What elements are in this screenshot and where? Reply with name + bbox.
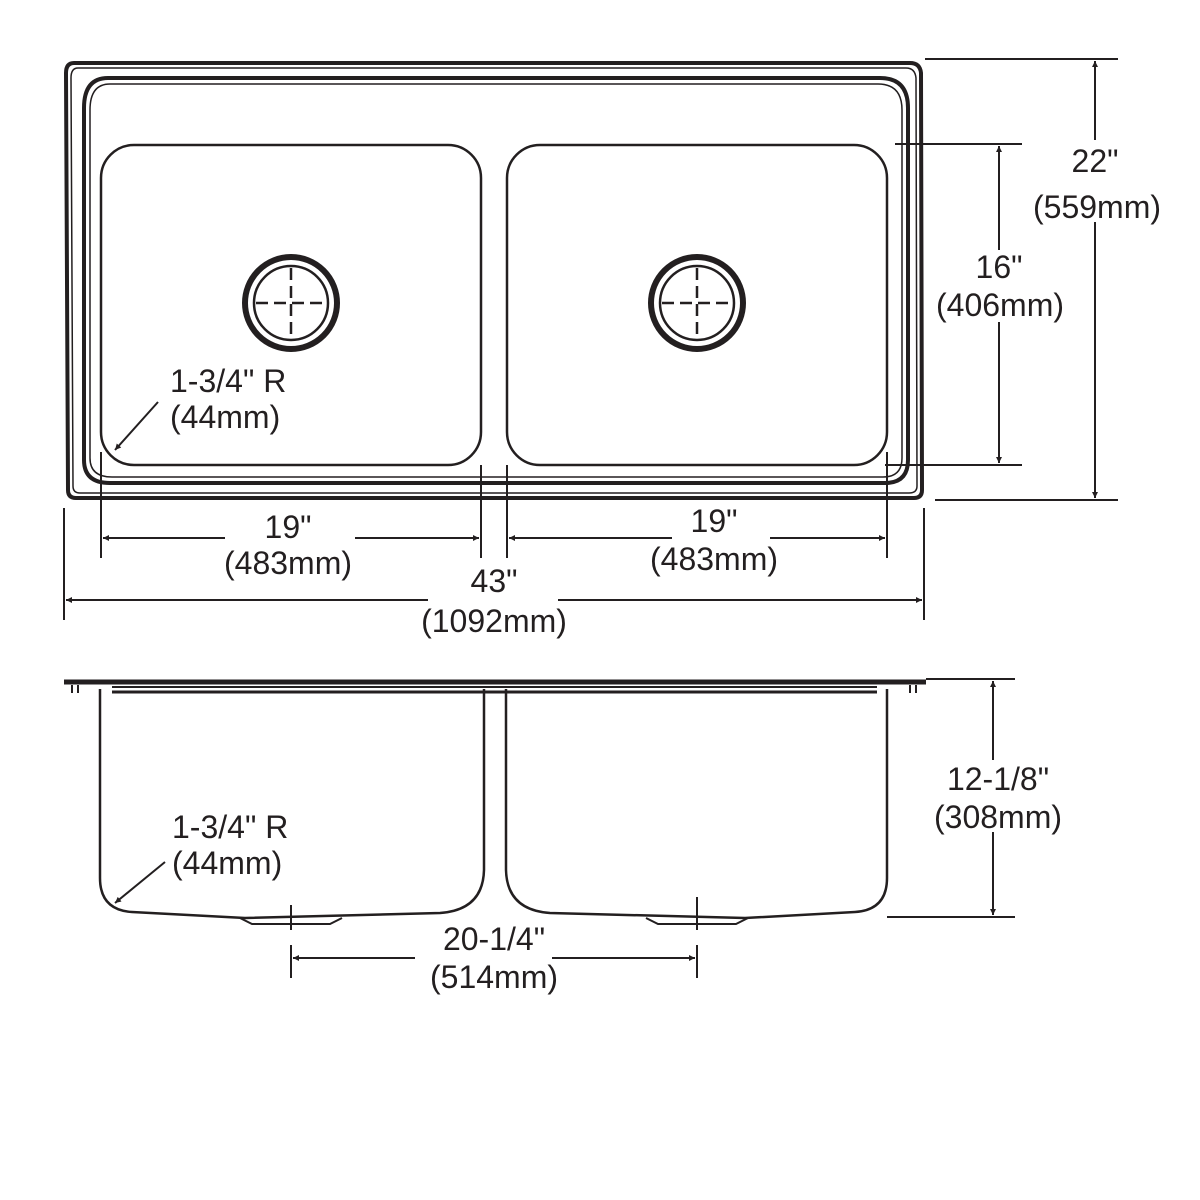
side-view: 1-3/4" R (44mm) 12-1/8" (308mm) 20-1/4" …	[64, 678, 1062, 995]
left-bowl-profile	[98, 689, 486, 920]
drain-spacing-mm: (514mm)	[430, 959, 558, 995]
left-bowl	[99, 143, 483, 467]
overall-depth-label: 22"	[1072, 143, 1119, 179]
outer-rim	[63, 61, 925, 500]
drain-spacing-label: 20-1/4"	[443, 921, 545, 957]
bowl-height-label: 12-1/8"	[947, 761, 1049, 797]
left-bowl-width-mm: (483mm)	[224, 545, 352, 581]
bowl-depth-label: 16"	[976, 249, 1023, 285]
top-view: 1-3/4" R (44mm) 22" (559mm) 16" (406mm) …	[63, 58, 1161, 639]
left-bowl-width-label: 19"	[265, 509, 312, 545]
bowl-height-mm: (308mm)	[934, 799, 1062, 835]
left-drain-icon	[242, 254, 340, 352]
side-corner-radius-label: 1-3/4" R	[172, 809, 288, 845]
right-drain-icon	[648, 254, 746, 352]
overall-width-mm: (1092mm)	[421, 603, 567, 639]
top-corner-radius-label: 1-3/4" R	[170, 363, 286, 399]
right-bowl-width-label: 19"	[691, 503, 738, 539]
overall-width-label: 43"	[471, 563, 518, 599]
side-corner-radius-mm: (44mm)	[172, 845, 282, 881]
inner-rim	[82, 76, 910, 485]
right-bowl	[505, 143, 889, 467]
right-bowl-profile	[504, 689, 889, 920]
top-corner-radius-mm: (44mm)	[170, 399, 280, 435]
overall-depth-mm: (559mm)	[1033, 189, 1161, 225]
right-bowl-width-mm: (483mm)	[650, 541, 778, 577]
bowl-depth-mm: (406mm)	[936, 287, 1064, 323]
